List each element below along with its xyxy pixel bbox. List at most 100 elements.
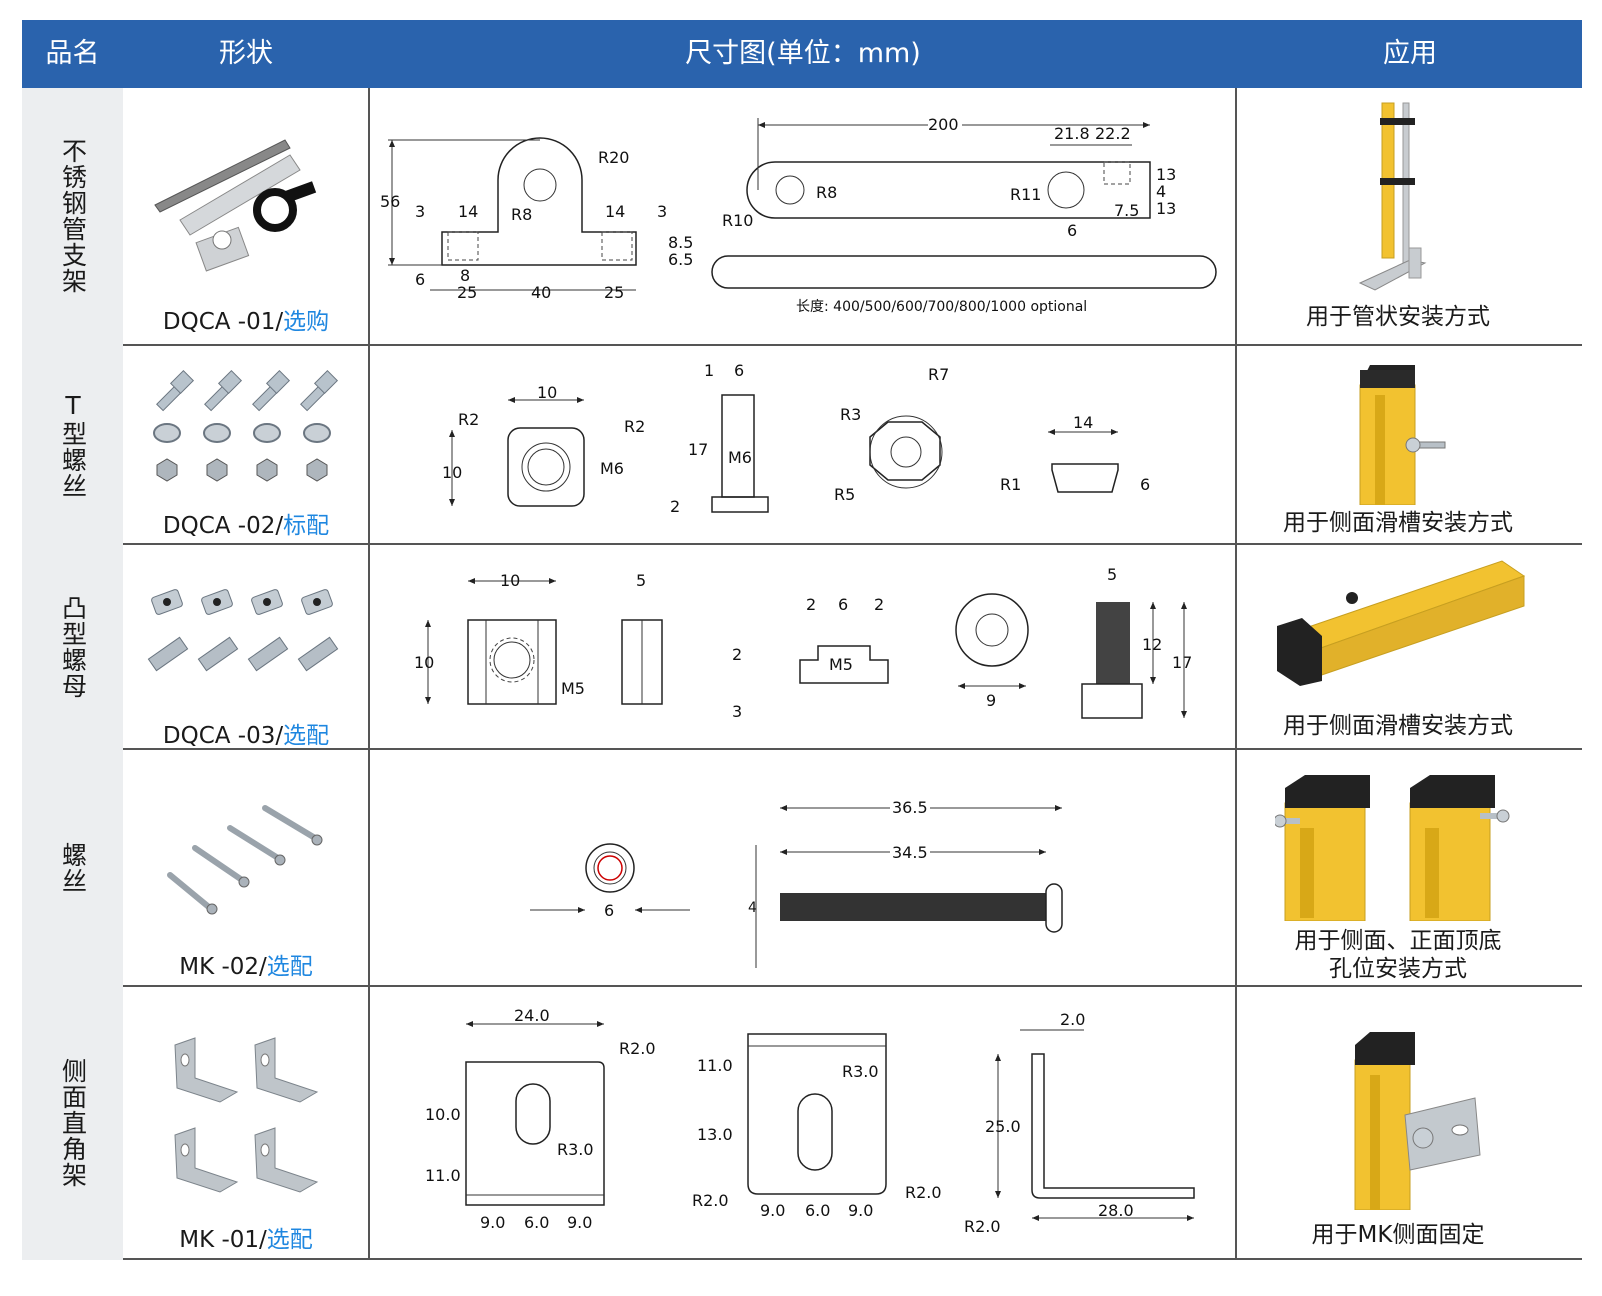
- header-shape: 形状: [219, 38, 273, 69]
- svg-text:R1: R1: [1000, 475, 1021, 494]
- svg-text:6.0: 6.0: [805, 1201, 830, 1220]
- svg-text:13: 13: [1156, 165, 1176, 184]
- svg-text:11.0: 11.0: [697, 1056, 733, 1075]
- svg-text:9.0: 9.0: [480, 1213, 505, 1232]
- svg-text:10: 10: [500, 571, 520, 590]
- row-divider: [123, 344, 1582, 346]
- svg-text:25.0: 25.0: [985, 1117, 1021, 1136]
- svg-text:5: 5: [1107, 565, 1117, 584]
- row2-code: DQCA -02/标配: [162, 513, 330, 539]
- svg-text:9.0: 9.0: [760, 1201, 785, 1220]
- svg-text:6: 6: [838, 595, 848, 614]
- svg-text:M5: M5: [561, 679, 585, 698]
- svg-text:6: 6: [1140, 475, 1150, 494]
- screw-photo: [167, 805, 323, 915]
- row-divider: [123, 985, 1582, 987]
- svg-text:13: 13: [1156, 199, 1176, 218]
- row1-name: 不锈钢管支架: [58, 138, 88, 294]
- svg-text:17: 17: [1172, 653, 1192, 672]
- light-curtain-photo: [1358, 102, 1427, 291]
- svg-text:21.8: 21.8: [1054, 124, 1090, 143]
- svg-text:R2: R2: [458, 410, 479, 429]
- svg-text:56: 56: [380, 192, 400, 211]
- row3-application: 用于侧面滑槽安装方式: [1283, 713, 1513, 739]
- svg-text:40: 40: [531, 283, 551, 302]
- row-divider: [123, 543, 1582, 545]
- svg-text:2: 2: [732, 645, 742, 664]
- svg-text:3: 3: [415, 202, 425, 221]
- svg-text:13.0: 13.0: [697, 1125, 733, 1144]
- svg-text:2: 2: [806, 595, 816, 614]
- svg-text:3: 3: [657, 202, 667, 221]
- svg-text:M5: M5: [829, 655, 853, 674]
- header-name: 品名: [45, 38, 100, 69]
- svg-text:R2.0: R2.0: [619, 1039, 656, 1058]
- svg-text:R2.0: R2.0: [692, 1191, 729, 1210]
- row5-code: MK -01/选配: [179, 1227, 313, 1253]
- row4-application: 用于侧面、正面顶底孔位安装方式: [1294, 928, 1502, 982]
- row2-name: T型螺丝: [58, 390, 88, 499]
- svg-text:R3.0: R3.0: [842, 1062, 879, 1081]
- svg-text:R5: R5: [834, 485, 855, 504]
- svg-text:长度: 400/500/600/700/800/1000 o: 长度: 400/500/600/700/800/1000 optional: [796, 299, 1087, 315]
- svg-text:14: 14: [605, 202, 625, 221]
- svg-text:2: 2: [670, 497, 680, 516]
- screw-drawing: 6 36.5 34.5 4: [530, 797, 1063, 968]
- svg-text:6.5: 6.5: [668, 250, 693, 269]
- row3-name: 凸型螺母: [58, 594, 88, 699]
- dimension-drawings: 56 R20 R8 3 14 14 3 8.5 6.5 6 8 25 40 25…: [380, 113, 1217, 1236]
- svg-text:14: 14: [1073, 413, 1093, 432]
- svg-text:R2: R2: [624, 417, 645, 436]
- svg-text:R8: R8: [511, 205, 532, 224]
- svg-text:10: 10: [414, 653, 434, 672]
- svg-text:9.0: 9.0: [567, 1213, 592, 1232]
- svg-text:R2.0: R2.0: [905, 1183, 942, 1202]
- col-divider: [368, 88, 370, 1260]
- svg-text:R8: R8: [816, 183, 837, 202]
- t-bolt-photo: [153, 369, 339, 482]
- svg-text:200: 200: [928, 115, 959, 134]
- svg-text:6: 6: [1067, 221, 1077, 240]
- svg-text:9: 9: [986, 691, 996, 710]
- row3-code: DQCA -03/选配: [162, 723, 330, 749]
- row1-code: DQCA -01/选购: [162, 309, 330, 335]
- svg-text:6.0: 6.0: [524, 1213, 549, 1232]
- row5-name: 侧面直角架: [58, 1057, 88, 1188]
- tube-arm-drawing: 200 21.8 22.2 R8 R10 R11 13 4 13 7.5 6 长…: [711, 113, 1217, 315]
- header-application: 应用: [1383, 38, 1437, 69]
- row-divider: [123, 748, 1582, 750]
- svg-text:R11: R11: [1010, 185, 1041, 204]
- svg-text:6: 6: [734, 361, 744, 380]
- t-bolt-drawing: 10 R2 R2 10 M6 1 6 17 M6 2 R7 R3 R5 14 R…: [442, 361, 1150, 516]
- t-nut-drawing: 10 10 M5 5 2 6 2 2 M5 3 9 5 12 17: [414, 565, 1192, 721]
- svg-text:R20: R20: [598, 148, 629, 167]
- svg-text:10: 10: [442, 463, 462, 482]
- svg-text:3: 3: [732, 702, 742, 721]
- svg-text:4: 4: [748, 900, 757, 916]
- svg-text:R7: R7: [928, 365, 949, 384]
- svg-text:6: 6: [604, 901, 614, 920]
- light-curtain-top-photo: [1277, 560, 1526, 686]
- svg-text:10.0: 10.0: [425, 1105, 461, 1124]
- angle-bracket-photo: [174, 1037, 319, 1193]
- svg-text:25: 25: [457, 283, 477, 302]
- svg-text:8: 8: [460, 266, 470, 285]
- svg-text:4: 4: [1156, 182, 1166, 201]
- svg-text:22.2: 22.2: [1095, 124, 1131, 143]
- light-curtain-mk02-photo: [1275, 775, 1510, 921]
- col-divider: [1235, 88, 1237, 1260]
- table-header: [22, 20, 1582, 88]
- svg-text:5: 5: [636, 571, 646, 590]
- svg-text:1: 1: [704, 361, 714, 380]
- row4-code: MK -02/选配: [179, 954, 313, 980]
- light-curtain-side-photo: [1359, 365, 1446, 505]
- svg-text:2: 2: [874, 595, 884, 614]
- svg-text:9.0: 9.0: [848, 1201, 873, 1220]
- svg-text:R10: R10: [722, 211, 753, 230]
- svg-text:M6: M6: [728, 448, 752, 467]
- svg-text:R3.0: R3.0: [557, 1140, 594, 1159]
- svg-text:11.0: 11.0: [425, 1166, 461, 1185]
- row5-application: 用于MK侧面固定: [1311, 1222, 1485, 1248]
- svg-text:6: 6: [415, 270, 425, 289]
